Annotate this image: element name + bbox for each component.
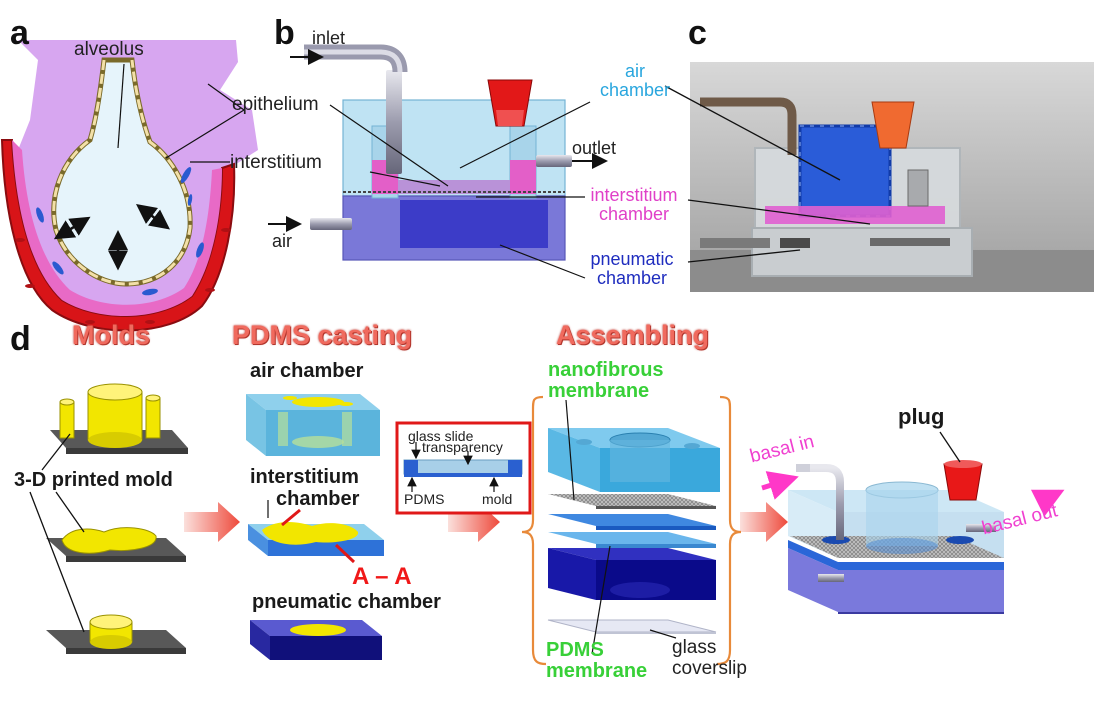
panel-b-schematic [268,44,608,279]
label-interstitium: interstitium [230,152,322,173]
label-nanofibrous-line2: membrane [548,380,650,402]
panel-letter-c: c [688,14,707,52]
molds-column [29,383,188,654]
label-pneumatic-chamber-line1: pneumatic [590,249,674,269]
inset-label-mold: mold [482,491,513,507]
label-pdms-membrane-line1: PDMS [546,639,604,661]
label-air-chamber-cast: air chamber [250,360,364,382]
label-glass-coverslip-line1: glass [672,637,717,658]
label-outlet: outlet [572,138,617,158]
label-interstitium-chamber-line1: interstitium [590,185,678,205]
label-epithelium: epithelium [232,94,319,115]
label-pdms-membrane: PDMS membrane [546,640,647,682]
panel-letter-b: b [274,14,295,52]
label-pneumatic-chamber-cast: pneumatic chamber [252,591,441,613]
pdms-casting-column [246,394,384,660]
label-section-a-a: A – A [352,563,412,590]
assembling-exploded-view [521,395,742,666]
panel-a-alveolus-diagram [0,40,258,332]
label-alveolus: alveolus [74,39,144,60]
label-pneumatic-chamber: pneumatic chamber [582,250,682,288]
label-air-inlet: air [272,231,293,251]
label-glass-coverslip: glass coverslip [672,637,747,680]
heading-molds: Molds [72,320,150,350]
assembled-device [761,431,1065,614]
label-pdms-membrane-line2: membrane [546,660,648,682]
label-interstitium-cast-line2: chamber [276,488,360,510]
label-air-chamber: air chamber [590,62,680,100]
label-interstitium-cast-line1: interstitium [250,466,359,488]
inset-label-transparency: transparency [422,439,503,455]
label-nanofibrous-line1: nanofibrous [548,359,664,381]
label-nanofibrous-membrane: nanofibrous membrane [548,360,664,402]
label-plug: plug [898,404,945,429]
label-air-chamber-line2: chamber [599,79,671,100]
panel-letter-a: a [10,14,29,52]
label-interstitium-chamber-line2: chamber [598,203,670,224]
panel-c-photo [664,62,1094,292]
cross-section-inset [395,421,532,515]
heading-assembling: Assembling [556,320,710,350]
inset-label-glass-slide: glass slide [408,428,474,444]
heading-pdms-casting: PDMS casting [232,320,413,350]
label-3d-printed-mold: 3-D printed mold [14,469,173,491]
label-inlet: inlet [312,28,346,48]
label-pneumatic-chamber-line2: chamber [596,267,668,288]
panel-letter-d: d [10,320,31,358]
inset-label-pdms: PDMS [404,491,445,507]
label-air-chamber-line1: air [624,61,645,81]
label-interstitium-chamber: interstitium chamber [580,186,688,224]
label-glass-coverslip-line2: coverslip [672,657,747,679]
